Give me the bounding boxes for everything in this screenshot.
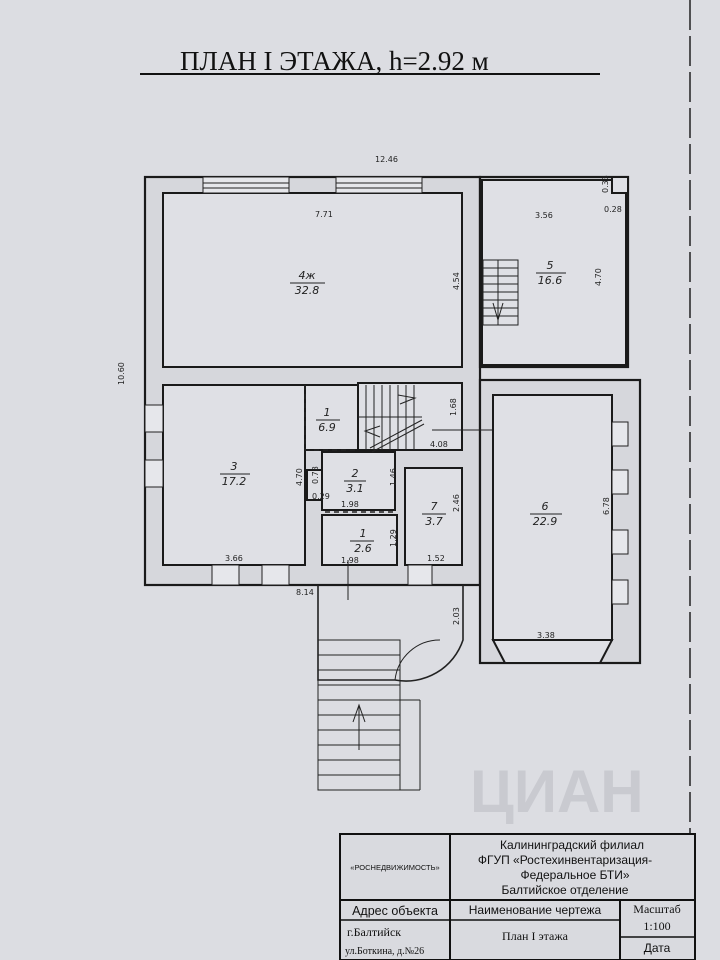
svg-text:3.56: 3.56 (535, 211, 553, 220)
date-label: Дата (644, 941, 671, 955)
svg-text:8.14: 8.14 (296, 588, 314, 597)
plan-title: ПЛАН I ЭТАЖА, h=2.92 м (180, 46, 489, 76)
svg-text:1.68: 1.68 (449, 398, 458, 416)
room-4-area: 32.8 (295, 284, 320, 297)
svg-text:1.46: 1.46 (389, 468, 398, 486)
room-3 (162, 384, 306, 566)
room-6-area: 22.9 (533, 515, 558, 528)
watermark: ЦИАН (470, 758, 644, 825)
svg-text:ФГУП «Ростехинвентаризация-: ФГУП «Ростехинвентаризация- (478, 853, 652, 867)
porch (317, 560, 464, 791)
svg-text:Балтийское отделение: Балтийское отделение (502, 883, 629, 897)
svg-text:4.08: 4.08 (430, 440, 448, 449)
dimension-labels: 12.46 10.60 7.71 4.54 3.56 4.70 0.33 0.2… (117, 155, 622, 640)
room-3-area: 17.2 (222, 475, 247, 488)
svg-text:1.52: 1.52 (427, 554, 445, 563)
svg-text:0.29: 0.29 (312, 492, 330, 501)
svg-text:0.78: 0.78 (311, 466, 320, 484)
address-city: г.Балтийск (347, 925, 401, 939)
room-7-area: 3.7 (425, 515, 443, 528)
room-4-number: 4ж (299, 269, 316, 282)
room-1-number: 1 (360, 527, 367, 540)
svg-text:2.46: 2.46 (452, 494, 461, 512)
room-5-area: 16.6 (538, 274, 563, 287)
org-name: «РОСНЕДВИЖИМОСТЬ» (350, 863, 439, 872)
niche (306, 469, 323, 501)
address-label: Адрес объекта (352, 904, 438, 918)
windows (144, 176, 629, 605)
room-1-area: 2.6 (354, 542, 372, 555)
svg-text:7.71: 7.71 (315, 210, 333, 219)
room-corridor-number: 1 (324, 406, 331, 419)
drawing-name: План I этажа (502, 929, 569, 943)
svg-text:4.70: 4.70 (295, 468, 304, 486)
address-street: ул.Боткина, д.№26 (345, 946, 424, 957)
room-2-area: 3.1 (346, 482, 364, 495)
room-corridor-area: 6.9 (318, 421, 336, 434)
column (611, 176, 629, 194)
svg-text:Калининградский филиал: Калининградский филиал (500, 838, 644, 852)
scale-value: 1:100 (643, 919, 670, 933)
svg-text:4.70: 4.70 (594, 268, 603, 286)
svg-text:2.03: 2.03 (452, 607, 461, 625)
room-3-number: 3 (231, 460, 238, 473)
room-6-bay (491, 639, 614, 664)
svg-text:12.46: 12.46 (375, 155, 398, 164)
scale-label: Масштаб (633, 902, 680, 916)
interior-stairs (358, 259, 519, 453)
rooms (162, 176, 629, 664)
room-7 (404, 467, 463, 566)
svg-text:3.38: 3.38 (537, 631, 555, 640)
room-6 (492, 394, 613, 641)
svg-text:Федеральное БТИ»: Федеральное БТИ» (520, 868, 629, 882)
svg-text:1.29: 1.29 (389, 529, 398, 547)
title-block: «РОСНЕДВИЖИМОСТЬ» Калининградский филиал… (339, 833, 696, 960)
room-4 (162, 192, 463, 368)
svg-text:10.60: 10.60 (117, 362, 126, 385)
svg-text:1.98: 1.98 (341, 556, 359, 565)
room-7-number: 7 (431, 500, 438, 513)
svg-text:0.28: 0.28 (604, 205, 622, 214)
svg-text:6.78: 6.78 (602, 497, 611, 515)
drawing-name-label: Наименование чертежа (469, 903, 602, 917)
room-labels: 4ж 32.8 5 16.6 1 6.9 3 17.2 2 3.1 1 2.6 … (220, 259, 566, 555)
room-2-number: 2 (352, 467, 359, 480)
svg-text:3.66: 3.66 (225, 554, 243, 563)
svg-text:1.98: 1.98 (341, 500, 359, 509)
room-6-number: 6 (542, 500, 549, 513)
room-5-number: 5 (547, 259, 554, 272)
room-corridor (304, 384, 359, 451)
room-1 (321, 514, 398, 566)
svg-text:0.33: 0.33 (601, 175, 610, 193)
svg-text:4.54: 4.54 (452, 272, 461, 290)
